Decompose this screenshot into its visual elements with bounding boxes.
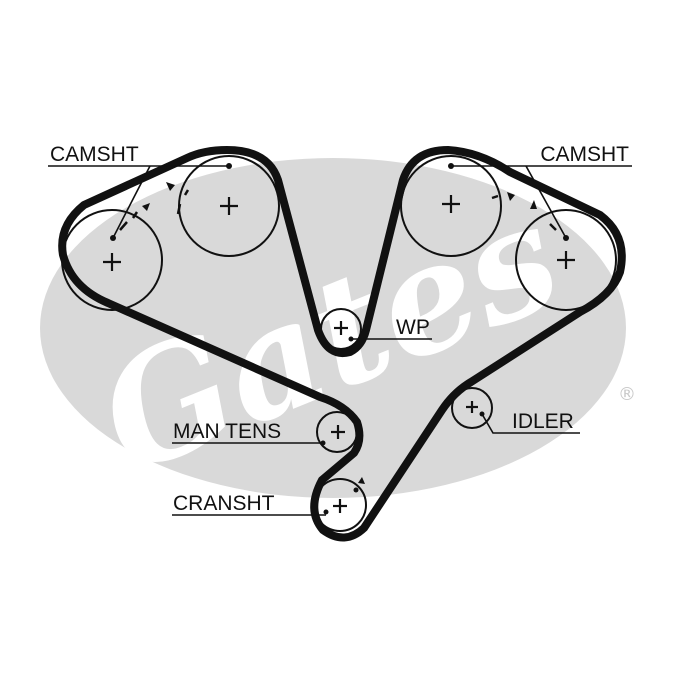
timing-arrow-icon — [142, 203, 150, 211]
timing-arrow-icon — [166, 182, 175, 191]
timing-dot-icon — [226, 163, 232, 169]
timing-dash-mark-icon — [119, 221, 128, 231]
camshaft-right-outer-center-icon — [557, 251, 575, 269]
timing-dash-mark-icon — [183, 189, 190, 196]
gates-watermark-logo: Gates ® — [40, 158, 636, 509]
crankshaft-label: CRANSHT — [173, 492, 275, 515]
timing-dash-mark-icon — [131, 211, 139, 219]
crankshaft-center-icon — [333, 499, 347, 513]
camshaft-right-leader-line — [451, 165, 632, 239]
camshaft-right-inner-center-icon — [442, 195, 460, 213]
camshaft-left-label: CAMSHT — [50, 143, 139, 166]
camshaft-left-inner-center-icon — [220, 197, 238, 215]
camshaft-right-label: CAMSHT — [540, 143, 629, 166]
water-pump-center-icon — [334, 321, 348, 335]
timing-arrow-icon — [530, 200, 537, 209]
registered-mark: ® — [618, 384, 636, 405]
manual-tensioner-label: MAN TENS — [173, 420, 281, 443]
watermark-ellipse — [40, 158, 626, 498]
timing-arrow-icon — [507, 192, 515, 201]
idler-leader-line — [481, 413, 580, 434]
idler-center-icon — [466, 401, 478, 413]
timing-belt — [58, 146, 626, 542]
camshaft-left-outer-center-icon — [103, 253, 121, 271]
idler-label: IDLER — [512, 410, 574, 433]
camshaft-right-inner-pulley — [400, 155, 502, 257]
camshaft-left-leader-line — [48, 165, 228, 239]
timing-arrow-icon — [358, 477, 365, 484]
timing-dot-icon — [323, 509, 329, 515]
timing-dash-mark-icon — [176, 203, 182, 215]
timing-dash-mark-icon — [549, 223, 557, 231]
manual-tensioner-center-icon — [331, 425, 345, 439]
timing-dot-icon — [353, 487, 359, 493]
timing-dash-mark-icon — [491, 194, 499, 200]
water-pump-label: WP — [396, 316, 430, 339]
camshaft-right-outer-pulley — [515, 209, 617, 311]
idler-pulley — [451, 387, 493, 429]
